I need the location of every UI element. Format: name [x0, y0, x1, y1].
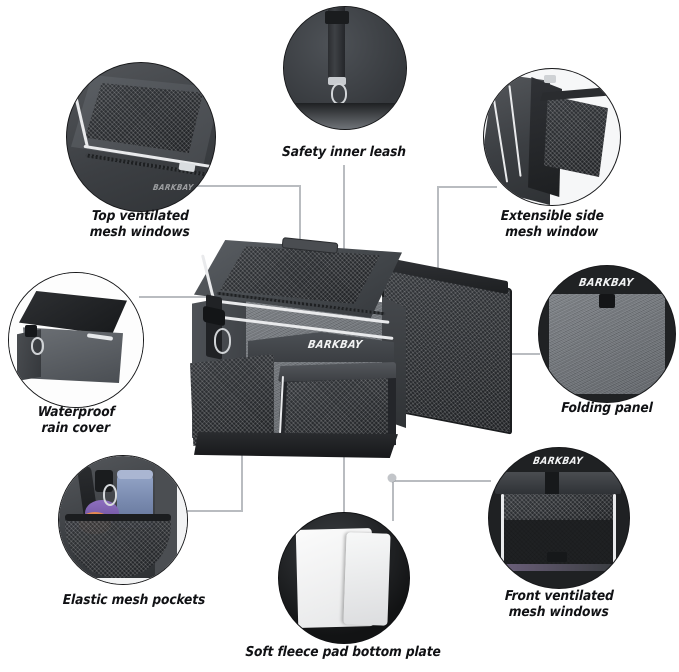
connector-side-mesh-v	[437, 186, 439, 291]
callout-photo-soft-fleece-pad-bottom-plate	[278, 512, 410, 644]
connector-rain-cover	[139, 296, 221, 298]
callout-label-waterproof-rain-cover: Waterproof rain cover	[37, 404, 116, 437]
callout-dot-front-mesh	[388, 474, 396, 482]
product-base-shadow	[194, 432, 398, 458]
connector-pockets-h	[182, 510, 243, 512]
photo-art-fleece-pad	[279, 513, 409, 643]
product-carabiner	[214, 328, 231, 354]
callout-label-extensible-side-mesh-window: Extensible side mesh window	[500, 208, 605, 241]
callout-label-folding-panel: Folding panel	[560, 400, 653, 416]
product-left-mesh-pocket	[190, 354, 274, 446]
callout-photo-elastic-mesh-pockets	[58, 455, 188, 585]
callout-photo-safety-inner-leash	[283, 6, 407, 130]
photo-art-folding-panel: BARKBAY	[539, 266, 675, 402]
product-front-door-rolled-flap	[278, 362, 396, 382]
product-brand-logo: BARKBAY	[306, 338, 364, 351]
callout-label-safety-inner-leash: Safety inner leash	[281, 144, 407, 160]
callout-photo-top-ventilated-mesh-windows: BARKBAY	[66, 62, 216, 212]
connector-side-mesh-h	[437, 186, 497, 188]
callout-photo-folding-panel: BARKBAY	[538, 265, 676, 403]
photo-art-pockets	[59, 456, 187, 584]
connector-fleece-v	[343, 434, 345, 512]
callout-label-elastic-mesh-pockets: Elastic mesh pockets	[62, 592, 206, 608]
folding-panel-brand: BARKBAY	[577, 276, 635, 289]
connector-top-mesh-v	[299, 185, 301, 263]
connector-front-mesh-v	[392, 478, 394, 521]
callout-label-front-ventilated-mesh-windows: Front ventilated mesh windows	[504, 588, 614, 621]
callout-label-soft-fleece-pad-bottom-plate: Soft fleece pad bottom plate	[245, 644, 441, 660]
callout-photo-waterproof-rain-cover	[8, 272, 144, 408]
product-photo: BARKBAY	[186, 236, 512, 486]
front-mesh-brand: BARKBAY	[532, 456, 584, 467]
callout-photo-front-ventilated-mesh-windows: BARKBAY	[488, 447, 630, 589]
callout-label-top-ventilated-mesh-windows: Top ventilated mesh windows	[89, 208, 191, 241]
photo-art-rain-cover	[9, 273, 143, 407]
connector-leash-v	[343, 165, 345, 252]
photo-art-side-mesh	[484, 69, 620, 205]
photo-art-top-mesh: BARKBAY	[67, 63, 215, 211]
connector-top-mesh-h	[190, 185, 300, 187]
photo-art-front-mesh: BARKBAY	[489, 448, 629, 588]
connector-front-mesh-h	[392, 480, 491, 482]
callout-photo-extensible-side-mesh-window	[483, 68, 621, 206]
photo-art-leash	[284, 7, 406, 129]
